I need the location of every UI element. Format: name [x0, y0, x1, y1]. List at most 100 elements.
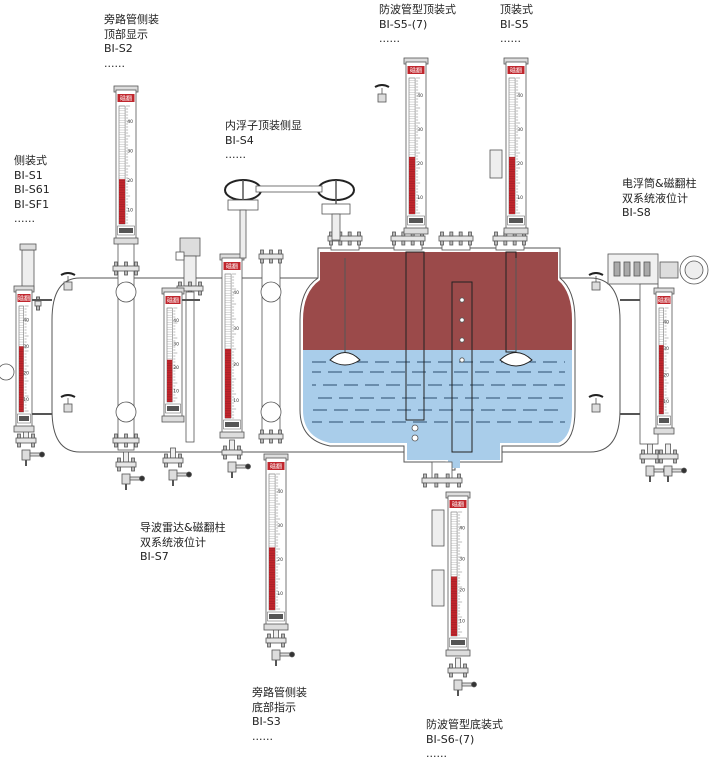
flange-bolt — [178, 453, 182, 459]
valve-body — [591, 403, 601, 413]
drain-pipe — [665, 443, 671, 455]
flange-bolt — [198, 281, 202, 287]
gauge-brand-text: 磁翻 — [452, 501, 464, 509]
gauge-body — [655, 291, 673, 431]
gauge-scale-number: 10 — [173, 388, 179, 394]
gauge-scale-number: 10 — [23, 397, 29, 403]
gauge-brand-badge — [223, 262, 241, 270]
gauge-scale-number: 10 — [277, 591, 283, 597]
gauge-foot — [13, 425, 35, 433]
flange-bolt — [392, 231, 396, 237]
lower-liquid — [303, 350, 572, 468]
bottom-outlet-flange — [421, 473, 463, 488]
flange-bolt — [114, 442, 118, 448]
flange-bolt — [449, 663, 453, 669]
gauge-scale-number: 40 — [517, 93, 523, 99]
gauge-base-mark — [19, 416, 29, 421]
gauge-scale-number: 40 — [173, 318, 179, 324]
radar-rod-s7 — [185, 291, 195, 443]
gauge-foot — [113, 237, 139, 245]
flange-bolt — [440, 231, 444, 237]
flange-bolt — [494, 231, 498, 237]
flange-bolt — [449, 672, 453, 678]
drain-valve — [227, 461, 237, 473]
inner-pipe-hole — [411, 424, 419, 432]
drain-lever — [129, 476, 141, 481]
flange-bolt — [188, 281, 192, 287]
gauge-scale-number: 30 — [127, 148, 133, 154]
nozzle-s4 — [330, 239, 360, 251]
gauge-scale-number: 20 — [233, 362, 239, 368]
gauge-base-mark — [225, 422, 239, 427]
gauge-body — [15, 289, 33, 429]
gauge-brand-text: 磁翻 — [167, 297, 179, 305]
gauge-brand-badge — [507, 66, 525, 74]
drain-valve — [453, 679, 463, 691]
flange-bolt — [357, 231, 361, 237]
valve-body — [63, 403, 73, 413]
drain-valve — [21, 449, 31, 461]
drain-lever — [279, 652, 291, 657]
flange-bolt — [237, 454, 241, 460]
gauge-scale-number: 20 — [23, 370, 29, 376]
gauge-scale-number: 10 — [517, 195, 523, 201]
gauge-body — [163, 291, 183, 419]
float — [329, 352, 361, 366]
bypass-s3-port — [260, 281, 282, 303]
flange-bolt — [458, 231, 463, 237]
drain-flange — [115, 457, 137, 472]
flange-bolt — [445, 482, 450, 488]
flange-bolt — [17, 433, 21, 439]
flange-plate — [390, 235, 426, 242]
flange-bolt — [655, 458, 659, 464]
flange-plate — [15, 437, 37, 444]
flange-bolt — [260, 438, 264, 444]
displacer-cage — [639, 283, 659, 445]
gauge-scale-number: 40 — [459, 526, 465, 532]
gauge-base-mark — [509, 218, 523, 223]
nozzle-flange — [438, 231, 474, 246]
float-chamber-base — [227, 199, 259, 211]
gauge-red-indicator — [509, 156, 516, 214]
gauge-red-indicator — [119, 179, 126, 224]
gauge-scale-number: 30 — [173, 341, 179, 347]
gauge-scale-number: 20 — [517, 161, 523, 167]
flange-plate — [438, 235, 474, 242]
flange-bolt — [178, 281, 182, 287]
bypass-s2-flange-bottom — [112, 433, 140, 448]
flange-bolt — [468, 231, 472, 237]
flange-plate — [221, 449, 243, 456]
flange-bolt — [673, 449, 677, 455]
flange-bolt — [114, 261, 118, 267]
drain-lever — [461, 682, 473, 687]
stilling-well-hole — [459, 337, 465, 343]
displacer-neck — [659, 261, 679, 279]
gauge-scale-number: 30 — [23, 344, 29, 350]
drain-knob — [681, 467, 687, 474]
gauge-red-indicator — [451, 576, 458, 636]
float — [499, 352, 533, 367]
gauge-brand-text: 磁翻 — [120, 95, 132, 103]
displacer-s8 — [607, 253, 709, 445]
drain-flange — [639, 449, 661, 464]
flange-bolt — [673, 458, 677, 464]
gauge-scale-number: 10 — [417, 195, 423, 201]
flange-plate — [258, 253, 284, 260]
gauge-brand-badge — [657, 296, 671, 304]
drain-s8 — [639, 443, 669, 482]
flange-bolt — [457, 473, 461, 479]
drain-flange — [447, 663, 469, 678]
drain-s8-b — [657, 443, 687, 482]
stilling-well-pipe — [451, 281, 473, 453]
gauge-scale-number: 30 — [233, 326, 239, 332]
drain-flange — [265, 633, 287, 648]
flange-plate — [639, 453, 661, 460]
flange-bolt — [463, 672, 467, 678]
